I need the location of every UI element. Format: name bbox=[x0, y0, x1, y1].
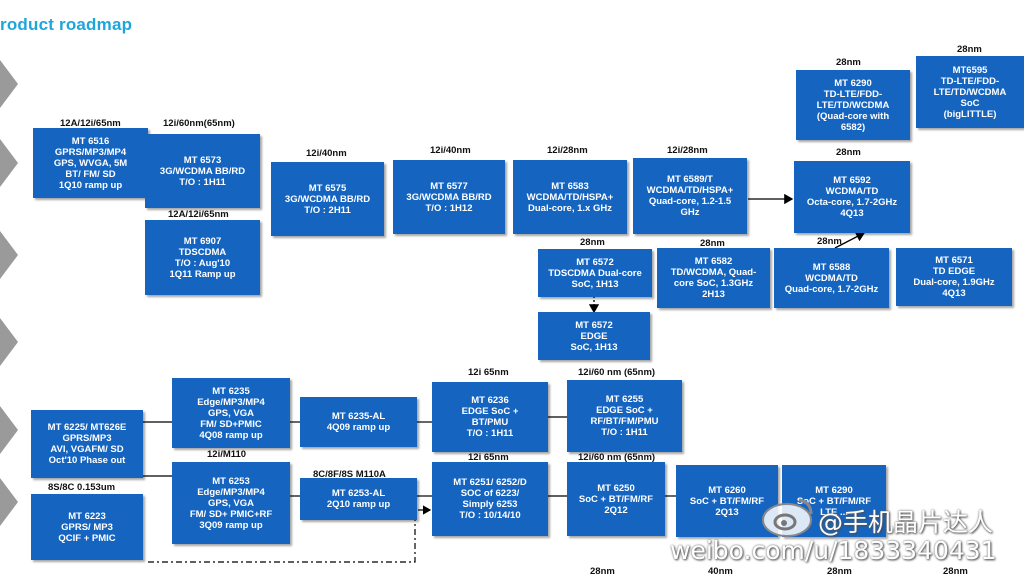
chip-mt6589: MT 6589/T WCDMA/TD/HSPA+ Quad-core, 1.2-… bbox=[633, 158, 747, 234]
process-label: 12i/28nm bbox=[547, 145, 588, 156]
chevron-right-icon bbox=[0, 318, 18, 366]
chevron-right-icon bbox=[0, 231, 18, 279]
chevron-right-icon bbox=[0, 406, 18, 454]
chip-mt6595: MT6595 TD-LTE/FDD- LTE/TD/WCDMA SoC (big… bbox=[916, 56, 1024, 128]
chip-mt6572-td: MT 6572 TDSCDMA Dual-core SoC, 1H13 bbox=[538, 249, 652, 297]
chip-mt6251: MT 6251/ 6252/D SOC of 6223/ Simply 6253… bbox=[432, 462, 548, 536]
process-label: 12A/12i/65nm bbox=[168, 209, 229, 220]
process-label: 28nm bbox=[943, 566, 968, 577]
chip-mt6236: MT 6236 EDGE SoC + BT/PMU T/O : 1H11 bbox=[432, 382, 548, 452]
arrow-6588-6592 bbox=[834, 231, 866, 249]
chip-mt6235-al: MT 6235-AL 4Q09 ramp up bbox=[300, 397, 417, 447]
process-label: 28nm bbox=[836, 57, 861, 68]
process-label: 12i/40nm bbox=[306, 148, 347, 159]
chip-mt6907: MT 6907 TDSCDMA T/O : Aug'10 1Q11 Ramp u… bbox=[145, 220, 260, 295]
chip-mt6255: MT 6255 EDGE SoC + RF/BT/FM/PMU T/O : 1H… bbox=[567, 380, 682, 452]
chip-mt6223: MT 6223 GPRS/ MP3 QCIF + PMIC bbox=[31, 494, 143, 560]
process-label: 28nm bbox=[827, 566, 852, 577]
process-label: 28nm bbox=[817, 236, 842, 247]
process-label: 12i/40nm bbox=[430, 145, 471, 156]
chip-mt6575: MT 6575 3G/WCDMA BB/RD T/O : 2H11 bbox=[271, 162, 384, 236]
process-label: 28nm bbox=[580, 237, 605, 248]
process-label: 12i/60nm(65nm) bbox=[163, 118, 235, 129]
chip-mt6577: MT 6577 3G/WCDMA BB/RD T/O : 1H12 bbox=[393, 160, 505, 234]
watermark-url: weibo.com/u/1833340431 bbox=[670, 536, 997, 565]
chevron-right-icon bbox=[0, 139, 18, 187]
chip-mt6572-edge: MT 6572 EDGE SoC, 1H13 bbox=[538, 312, 650, 360]
chip-mt6583: MT 6583 WCDMA/TD/HSPA+ Dual-core, 1.x GH… bbox=[513, 160, 627, 234]
process-label: 8S/8C 0.153um bbox=[48, 482, 116, 493]
process-label: 28nm bbox=[590, 566, 615, 577]
chip-mt6235: MT 6235 Edge/MP3/MP4 GPS, VGA FM/ SD+PMI… bbox=[172, 378, 290, 448]
process-label: 28nm bbox=[957, 44, 982, 55]
chip-mt6250: MT 6250 SoC + BT/FM/RF 2Q12 bbox=[567, 462, 665, 536]
chip-mt6253-al: MT 6253-AL 2Q10 ramp up bbox=[300, 478, 417, 520]
process-label: 12i 65nm bbox=[468, 452, 509, 463]
watermark-handle: @手机晶片达人 bbox=[818, 508, 994, 537]
weibo-logo-icon bbox=[762, 498, 813, 537]
process-label: 12i/60 nm (65nm) bbox=[578, 367, 656, 378]
process-label: 12i/M110 bbox=[207, 449, 247, 460]
process-label: 8C/8F/8S M110A bbox=[313, 469, 386, 480]
process-label: 12i/28nm bbox=[667, 145, 708, 156]
process-label: 40nm bbox=[708, 566, 733, 577]
chip-mt6516: MT 6516 GPRS/MP3/MP4 GPS, WVGA, 5M BT/ F… bbox=[33, 128, 148, 198]
page-title: roduct roadmap bbox=[0, 15, 133, 34]
chip-mt6571: MT 6571 TD EDGE Dual-core, 1.9GHz 4Q13 bbox=[896, 248, 1012, 306]
chip-mt6573: MT 6573 3G/WCDMA BB/RD T/O : 1H11 bbox=[145, 134, 260, 208]
process-label: 28nm bbox=[700, 238, 725, 249]
process-label: 12A/12i/65nm bbox=[60, 118, 121, 129]
process-label: 12i 65nm bbox=[468, 367, 509, 378]
chip-mt6290: MT 6290 TD-LTE/FDD- LTE/TD/WCDMA (Quad-c… bbox=[796, 70, 910, 140]
process-label: 12i/60 nm (65nm) bbox=[578, 452, 656, 463]
chip-mt6582: MT 6582 TD/WCDMA, Quad- core SoC, 1.3GHz… bbox=[657, 248, 770, 308]
chip-mt6588: MT 6588 WCDMA/TD Quad-core, 1.7-2GHz bbox=[774, 248, 889, 308]
chip-mt6253: MT 6253 Edge/MP3/MP4 GPS, VGA FM/ SD+ PM… bbox=[172, 462, 290, 544]
chip-mt6225: MT 6225/ MT626E GPRS/MP3 AVI, VGAFM/ SD … bbox=[31, 410, 143, 478]
dashed-6223-6251 bbox=[148, 505, 432, 563]
chevron-right-icon bbox=[0, 478, 18, 526]
process-label: 28nm bbox=[836, 147, 861, 158]
chip-mt6260: MT 6260 SoC + BT/FM/RF 2Q13 bbox=[676, 465, 778, 537]
chevron-right-icon bbox=[0, 60, 18, 108]
chip-mt6592: MT 6592 WCDMA/TD Octa-core, 1.7-2GHz 4Q1… bbox=[794, 161, 910, 233]
